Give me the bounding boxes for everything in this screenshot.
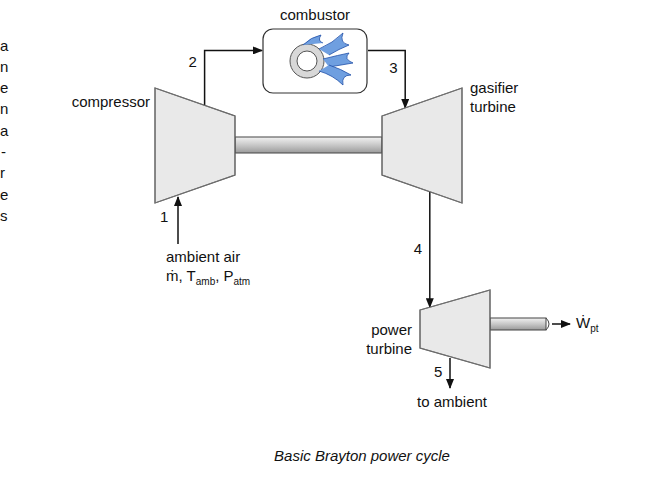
state-number: 1 xyxy=(160,208,168,225)
power-turbine-shape-outline xyxy=(420,290,490,368)
flame xyxy=(303,35,323,45)
label-line: ambient air xyxy=(166,247,240,266)
compressor-shape-outline xyxy=(155,88,235,203)
label-line: to ambient xyxy=(417,392,487,411)
output-shaft-end xyxy=(546,318,549,330)
machine-label: gasifier turbine xyxy=(470,78,540,116)
clipped-text-fragment: n xyxy=(0,99,8,118)
clipped-text-fragment: - xyxy=(1,142,6,161)
machine-body xyxy=(420,290,490,368)
state-number: 4 xyxy=(414,239,422,258)
clipped-text-fragment: e xyxy=(0,78,8,97)
machine-edge xyxy=(420,290,490,368)
subscript: amb xyxy=(196,276,215,287)
flame xyxy=(323,53,353,67)
machine-edge xyxy=(382,88,462,203)
burner-core xyxy=(297,51,317,71)
output-shaft xyxy=(490,318,546,330)
label-line: ṁ, Tamb, Patm xyxy=(166,266,250,287)
clipped-text-fragment: e xyxy=(0,185,8,204)
machine-label: power turbine xyxy=(342,320,412,358)
clipped-text-fragment: s xyxy=(0,206,8,225)
machine-body xyxy=(155,88,235,203)
gasifier-turbine-shape-outline xyxy=(382,88,462,203)
shaft xyxy=(235,137,382,153)
machine-body xyxy=(382,88,462,203)
exhaust-label: to ambient xyxy=(417,393,487,410)
burner-ring xyxy=(290,44,324,78)
clipped-text-fragment: a xyxy=(0,36,8,55)
flame xyxy=(319,65,351,85)
label-line: 1 xyxy=(160,207,168,226)
clipped-text-fragment: n xyxy=(0,57,8,76)
inlet-variables: ṁ, T xyxy=(166,267,196,284)
clipped-text-fragment: r xyxy=(0,163,5,182)
combustor-outline xyxy=(263,29,367,93)
state-number: 5 xyxy=(434,363,442,380)
compressor-shape: compressor xyxy=(155,88,235,203)
state-number: 3 xyxy=(389,58,397,77)
label-line: Ẇpt xyxy=(576,313,599,334)
flow-line xyxy=(429,192,431,307)
state-number: 2 xyxy=(189,52,197,71)
power-symbol: Ẇ xyxy=(576,314,590,331)
figure-caption: Basic Brayton power cycle xyxy=(274,446,450,465)
combustor-box: combustor xyxy=(262,28,368,94)
clipped-text-fragment: a xyxy=(0,121,8,140)
inlet-arrow xyxy=(177,197,179,244)
machine-label: compressor xyxy=(72,92,150,111)
power-turbine-shape: power turbine xyxy=(420,290,490,368)
subscript: atm xyxy=(234,276,251,287)
flow-line xyxy=(205,50,262,105)
machine-edge xyxy=(155,88,235,203)
machine-label: combustor xyxy=(280,5,350,24)
combustor-box-outline xyxy=(262,28,368,94)
flame xyxy=(319,33,349,55)
inlet-variables: , P xyxy=(215,267,233,284)
subscript: pt xyxy=(590,323,598,334)
power-arrow xyxy=(552,323,570,325)
exhaust-arrow xyxy=(449,358,451,388)
flow-line xyxy=(368,50,405,107)
inlet-label: ambient air xyxy=(166,248,240,265)
gasifier-turbine-shape: gasifier turbine xyxy=(382,88,462,203)
label-line: 5 xyxy=(434,362,442,381)
